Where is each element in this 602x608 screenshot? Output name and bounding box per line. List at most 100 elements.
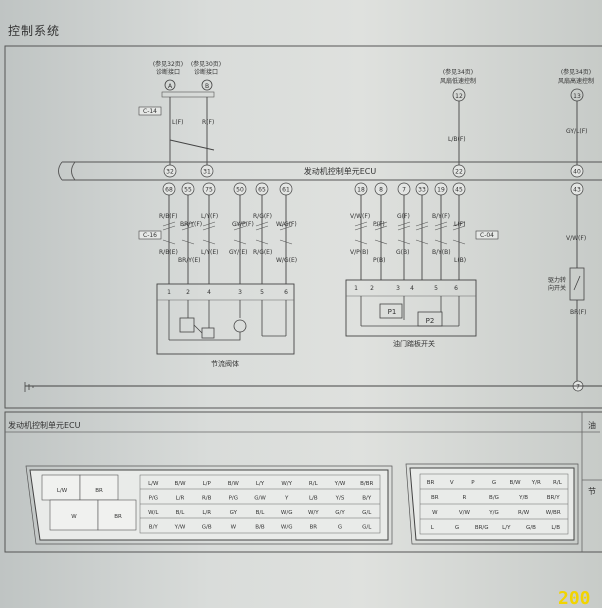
wire-by-b: B/Y(B) <box>432 249 451 256</box>
left-connector-pin-0-2: L/P <box>203 481 212 487</box>
pedal-p2: P2 <box>426 317 435 325</box>
wire-wg-e: W/G(E) <box>276 257 297 264</box>
left-connector-pin-0-6: R/L <box>309 481 319 487</box>
ref-13-note: (参见34页) <box>561 68 591 76</box>
pin-32: 32 <box>166 169 174 176</box>
wire-12: L/B(F) <box>448 136 466 143</box>
right-connector-pin-0-1: V <box>450 480 454 486</box>
ref-a-name: 诊断接口 <box>156 68 180 76</box>
left-connector-pin-1-7: Y/S <box>335 495 345 501</box>
ref-12-symbol: 12 <box>455 93 463 100</box>
lower-panel-title: 发动机控制单元ECU <box>8 420 81 430</box>
left-connector-pin-0-5: W/Y <box>281 481 292 487</box>
wire-gy-e: GY/(E) <box>229 249 248 256</box>
wire-vw-f: V/W(F) <box>350 213 370 220</box>
right-connector-pin-3-0: L <box>431 525 435 531</box>
wire-ly-f: L/Y(F) <box>201 213 218 220</box>
wire-rg-e: R/G(E) <box>253 249 272 256</box>
right-connector-pin-0-6: R/L <box>553 480 563 486</box>
left-connector-pin-1-2: R/B <box>202 495 212 501</box>
left-connector-pin-2-1: B/L <box>176 510 186 516</box>
pin-31: 31 <box>203 169 211 176</box>
fan-switch-label-2: 向开关 <box>548 284 566 292</box>
left-connector-pin-0-8: B/BR <box>360 481 373 487</box>
wire-vp-b: V/P(B) <box>350 249 369 256</box>
left-connector-pin-3-2: G/B <box>202 524 212 530</box>
right-connector-pin-3-5: L/B <box>551 525 560 531</box>
pin-68: 68 <box>165 187 173 194</box>
wire-p-b: P(B) <box>373 257 385 264</box>
throttle-pin-3: 3 <box>238 289 242 296</box>
left-connector-pin-3-6: BR <box>309 524 317 530</box>
fan-switch-wire: BR(F) <box>570 309 586 316</box>
left-big-pin-2: BR <box>95 488 103 494</box>
fan-switch-label-1: 驱力转 <box>548 276 566 284</box>
right-connector-pin-1-4: BR/Y <box>547 495 560 501</box>
left-connector-pin-3-7: G <box>338 524 342 530</box>
wire-by-f: B/Y(F) <box>432 213 450 220</box>
wire-g-b: G(B) <box>396 249 409 256</box>
left-big-pin-4: BR <box>114 514 122 520</box>
left-connector-pin-3-3: W <box>231 524 237 530</box>
ref-13-name: 风扇高速控制 <box>558 77 594 85</box>
ref-12-name: 风扇低速控制 <box>440 77 476 85</box>
right-connector-pin-0-4: B/W <box>510 480 522 486</box>
pin-45: 45 <box>455 187 463 194</box>
left-connector-pin-0-1: B/W <box>174 481 186 487</box>
wire-l-b: L(B) <box>454 257 466 264</box>
pedal-pin-6: 6 <box>454 285 458 292</box>
left-connector-pin-1-1: L/R <box>176 495 185 501</box>
right-connector-pin-3-2: BR/G <box>475 525 489 531</box>
fan-switch-box <box>569 267 585 301</box>
pin-40: 40 <box>573 169 581 176</box>
ref-a-note: (参见32页) <box>153 60 183 68</box>
pedal-p1: P1 <box>388 308 397 316</box>
right-connector-pin-0-5: Y/R <box>531 480 541 486</box>
ref-b-name: 诊断接口 <box>194 68 218 76</box>
right-connector-pin-3-3: L/Y <box>502 525 511 531</box>
ground-icon <box>24 382 34 392</box>
wire-vw-f-2: V/W(F) <box>566 235 586 242</box>
left-connector-pin-1-8: B/Y <box>362 495 372 501</box>
wire-g-f: G(F) <box>397 213 410 220</box>
ref-13-symbol: 13 <box>573 93 581 100</box>
right-connector-pin-2-1: V/W <box>459 510 471 516</box>
left-connector-pin-2-4: B/L <box>256 510 266 516</box>
left-connector-pin-0-7: Y/W <box>334 481 346 487</box>
ref-b-note: (参见30页) <box>191 60 221 68</box>
left-connector-pin-2-0: W/L <box>148 510 159 516</box>
connector-c16: C-16 <box>143 232 157 239</box>
left-big-pin-1: L/W <box>57 488 68 494</box>
right-connector-pin-2-3: R/W <box>518 510 530 516</box>
wire-b: R(F) <box>202 119 214 126</box>
wire-p-f: P(F) <box>373 221 385 228</box>
left-connector-pin-1-5: Y <box>284 495 289 501</box>
pin-33: 33 <box>418 187 426 194</box>
left-connector-pin-3-4: B/B <box>255 524 265 530</box>
pin-55: 55 <box>184 187 192 194</box>
right-connector-pin-3-1: G <box>455 525 459 531</box>
lower-panel-side-label-2: 节 <box>588 487 596 496</box>
connector-c14: C-14 <box>143 108 157 115</box>
wire-bry-e: BR/Y(E) <box>178 257 200 264</box>
ref-12-note: (参见34页) <box>443 68 473 76</box>
wire-13: GY/L(F) <box>566 128 588 135</box>
throttle-body-label: 节流阀体 <box>211 359 239 368</box>
right-connector-pin-0-2: P <box>471 480 475 486</box>
ground-point-number: 7 <box>576 384 580 391</box>
wire-l-f: L(F) <box>454 221 465 228</box>
left-connector-pin-1-6: L/B <box>309 495 318 501</box>
right-connector-pin-1-3: Y/B <box>518 495 528 501</box>
left-connector-pin-2-2: L/R <box>202 510 211 516</box>
upper-frame <box>4 45 602 409</box>
throttle-pin-1: 1 <box>167 289 171 296</box>
ecu-bus-label: 发动机控制单元ECU <box>304 166 377 176</box>
left-big-pin-3: W <box>71 514 77 520</box>
pin-22: 22 <box>455 169 463 176</box>
wire-rg-f: R/G(F) <box>253 213 272 220</box>
pedal-pin-4: 4 <box>410 285 414 292</box>
wire-gyp-f: GY/P(F) <box>232 221 254 228</box>
page-number: 200 <box>558 588 591 608</box>
pin-8: 8 <box>379 187 383 194</box>
